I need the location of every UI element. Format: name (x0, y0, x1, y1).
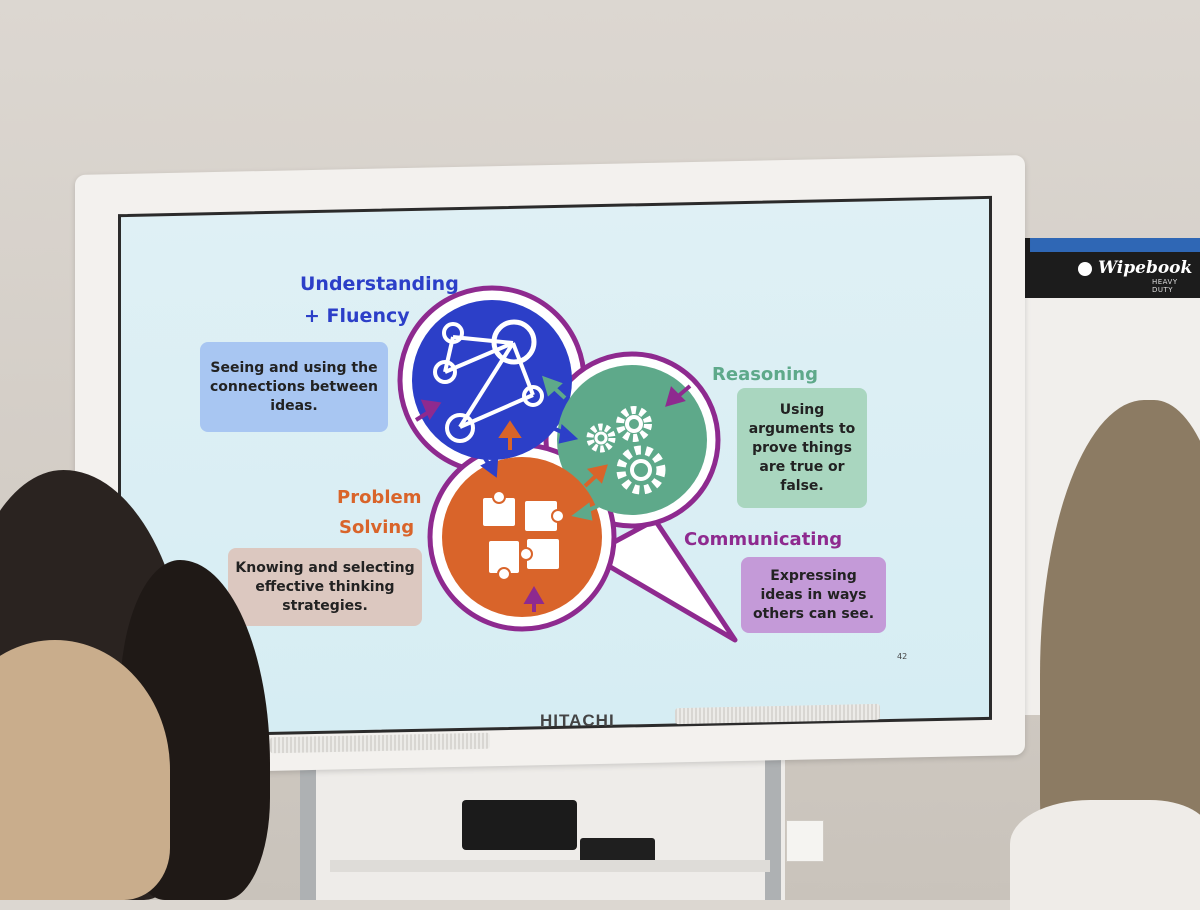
understanding-title-line2: + Fluency (304, 305, 410, 327)
puzzle-icon (481, 490, 565, 581)
problem-desc-box: Knowing and selecting effective thinking… (228, 548, 422, 626)
stand-pole-right (765, 735, 781, 900)
stand-pole-left (300, 760, 316, 900)
arrow-icons (414, 384, 692, 612)
arrow-icons-orange (498, 420, 608, 488)
gears-icon (586, 406, 666, 495)
wipebook-brand: Wipebook (1098, 258, 1193, 278)
communicating-title: Communicating (684, 529, 843, 550)
circle-problem (442, 457, 602, 617)
device-box (462, 800, 577, 850)
understanding-title-line1: Understanding (300, 273, 459, 295)
reasoning-title: Reasoning (712, 364, 818, 385)
problem-title-line2: Solving (339, 517, 415, 538)
slide-page-number: 42 (897, 652, 908, 661)
reasoning-desc-box: Using arguments to prove things are true… (737, 388, 867, 508)
monitor-brand: HITACHI (540, 711, 615, 730)
stand-shelf (330, 860, 770, 872)
audience-shirt-right (1010, 800, 1200, 910)
bubble-tail (587, 517, 738, 643)
power-outlet (786, 820, 824, 862)
wipebook-subtitle: HEAVY DUTY (1152, 278, 1178, 294)
communicating-desc-box: Expressing ideas in ways others can see. (741, 557, 886, 633)
flipchart-clip (1030, 238, 1200, 252)
arrow-icons-green (542, 375, 599, 521)
wipebook-logo-icon (1078, 262, 1092, 276)
understanding-desc-box: Seeing and using the connections between… (200, 342, 388, 432)
network-icon (433, 319, 544, 443)
problem-title-line1: Problem (337, 487, 422, 508)
arrow-icons-blue (480, 424, 579, 478)
